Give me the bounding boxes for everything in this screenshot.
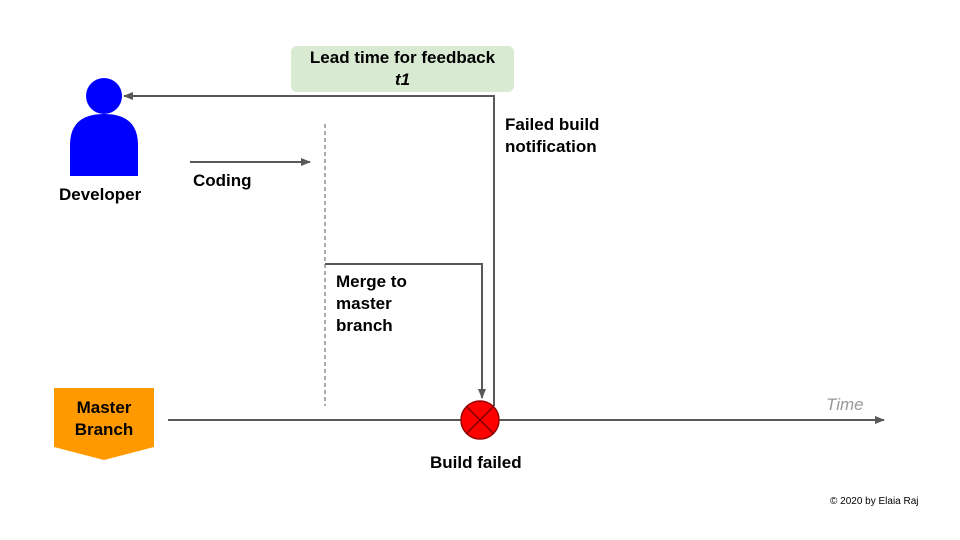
master-branch-line2: Branch bbox=[74, 420, 134, 439]
lead-time-title: Lead time for feedback bbox=[309, 48, 496, 67]
merge-label: Merge to master branch bbox=[336, 271, 407, 337]
master-branch-label: Master Branch bbox=[54, 397, 154, 441]
lead-time-variable: t1 bbox=[394, 70, 411, 89]
developer-label: Developer bbox=[59, 185, 142, 204]
build-failed-label: Build failed bbox=[430, 453, 522, 472]
developer-icon bbox=[70, 78, 138, 176]
merge-line2: master bbox=[336, 294, 392, 313]
copyright-text: © 2020 by Elaia Raj bbox=[830, 496, 919, 507]
merge-line1: Merge to bbox=[336, 272, 407, 291]
master-branch-line1: Master bbox=[76, 398, 132, 417]
time-axis-label: Time bbox=[826, 395, 864, 414]
failed-notification-line2: notification bbox=[505, 137, 597, 156]
feedback-connector-arrow bbox=[123, 92, 495, 406]
merge-line3: branch bbox=[336, 316, 393, 335]
build-failed-node bbox=[460, 400, 500, 440]
lead-time-box: Lead time for feedback t1 bbox=[291, 46, 514, 92]
merge-connector-arrow bbox=[325, 263, 486, 399]
master-branch-shape bbox=[54, 388, 154, 460]
coding-label: Coding bbox=[193, 171, 252, 190]
failed-notification-label: Failed build notification bbox=[505, 114, 599, 158]
failed-notification-line1: Failed build bbox=[505, 115, 600, 134]
